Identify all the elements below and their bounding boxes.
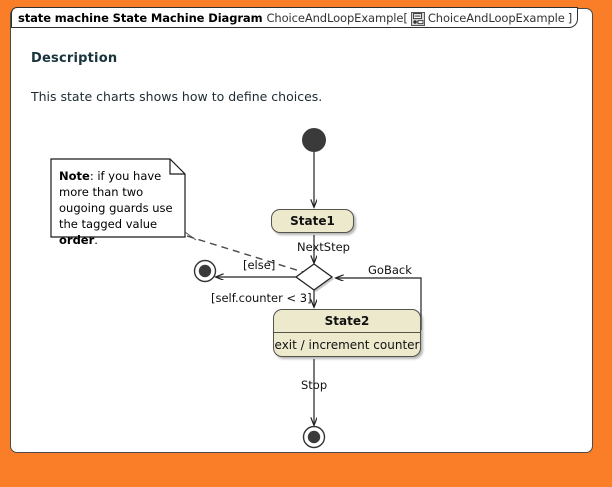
- note-anchor-line: [186, 235, 304, 273]
- state-node-state1[interactable]: State1: [271, 209, 354, 233]
- edge-label-nextstep: NextStep: [297, 240, 350, 254]
- bracket-close: ]: [567, 10, 573, 25]
- note-line2: than two ougoing: [59, 185, 144, 215]
- diagram-kind-label: state machine State Machine Diagram: [18, 10, 263, 25]
- final-state-left-node[interactable]: [193, 259, 217, 283]
- state2-title: State2: [324, 314, 370, 328]
- note-label: Note: [59, 169, 90, 183]
- edge-state2-to-choice-goback[interactable]: [336, 278, 422, 330]
- note-line4-suffix: .: [94, 233, 98, 247]
- diagram-context-label: ChoiceAndLoopExample: [427, 10, 565, 25]
- state2-compartment-separator: [274, 332, 420, 333]
- note-line4-prefix: tagged value: [81, 217, 158, 231]
- initial-state-node[interactable]: [302, 128, 326, 152]
- state-node-state2[interactable]: State2 exit / increment counter: [273, 309, 421, 357]
- description-text: This state charts shows how to define ch…: [31, 89, 323, 104]
- edge-label-stop: Stop: [301, 378, 328, 392]
- edge-label-counter-guard: [self.counter < 3]: [211, 291, 312, 305]
- note-box[interactable]: Note: if you have more than two ougoing …: [51, 159, 185, 247]
- final-state-bottom-node[interactable]: [302, 425, 326, 449]
- diagram-name-label: ChoiceAndLoopExample: [266, 10, 404, 25]
- note-line3: guards use the: [59, 201, 173, 231]
- note-text: Note: if you have more than two ougoing …: [59, 168, 181, 248]
- bracket-open: [: [403, 10, 408, 25]
- edge-label-else: [else]: [243, 258, 276, 272]
- state-machine-icon: [410, 11, 425, 26]
- note-line1: if you have more: [59, 169, 162, 199]
- description-heading: Description: [31, 51, 118, 66]
- diagram-header-tab[interactable]: state machine State Machine Diagram Choi…: [11, 7, 579, 28]
- note-separator: :: [89, 169, 98, 183]
- note-shape: [50, 158, 197, 241]
- edge-label-goback: GoBack: [368, 263, 412, 277]
- state1-title: State1: [290, 214, 335, 228]
- note-line4-bold: order: [59, 233, 95, 247]
- state2-body: exit / increment counter: [274, 338, 420, 352]
